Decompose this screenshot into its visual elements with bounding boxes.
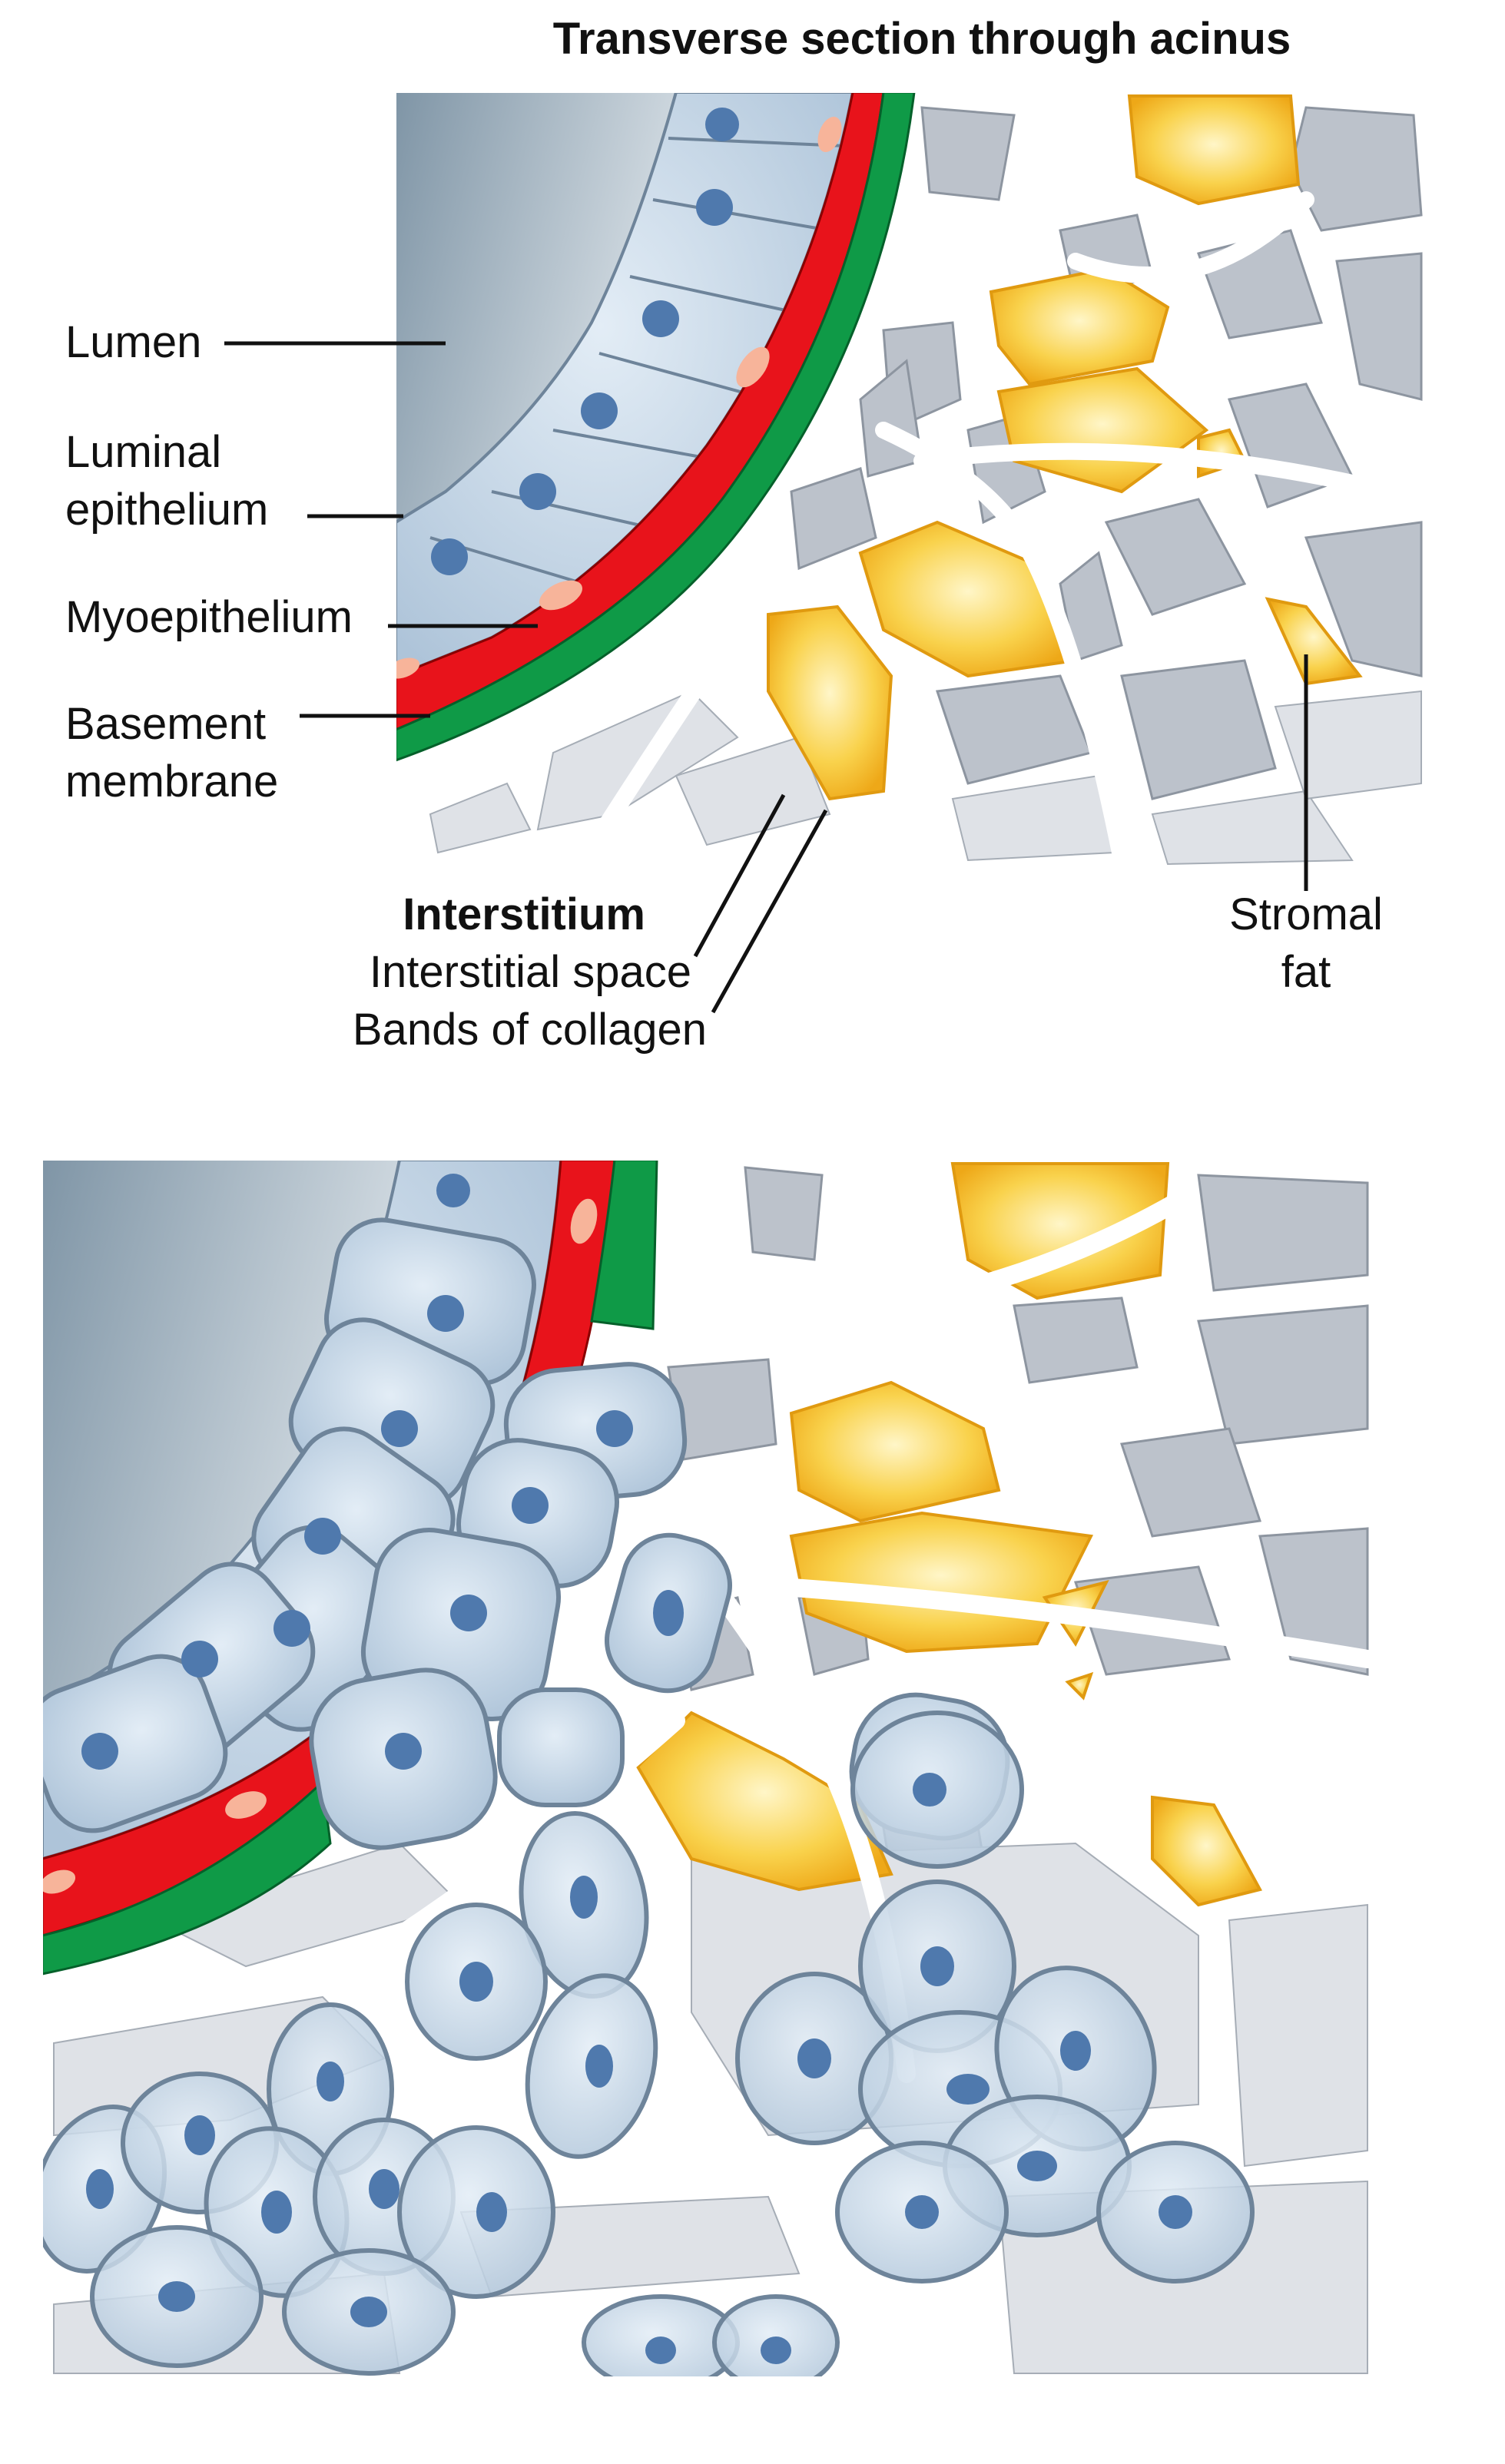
- label-luminal-line2: epithelium: [65, 485, 268, 535]
- label-lumen: Lumen: [65, 317, 201, 367]
- diagram-title: Transverse section through acinus: [553, 14, 1291, 64]
- label-myoepithelium: Myoepithelium: [65, 592, 353, 642]
- cell-nuclei-bottom: [81, 1174, 1192, 2364]
- lumen-bottom: [42, 1160, 399, 1705]
- basement-membrane-top: [396, 92, 916, 762]
- label-luminal-line1: Luminal: [65, 427, 221, 477]
- collagen-bands-top: [575, 191, 1425, 868]
- lumen-top: [396, 92, 676, 522]
- label-stromal-line2: fat: [1281, 947, 1331, 997]
- stroma-top-light: [429, 690, 1422, 866]
- myoepithelium-nuclei-top: [396, 116, 842, 679]
- leader-lines: [224, 341, 1308, 1014]
- basement-membrane-bottom: [590, 1160, 658, 1330]
- label-stromal-line1: Stromal: [1229, 889, 1383, 939]
- epithelial-cells-bottom: [42, 1217, 1010, 1850]
- label-interstitial-space: Interstitial space: [370, 947, 691, 997]
- top-panel: [396, 92, 1425, 868]
- label-basement-line1: Basement: [65, 699, 266, 749]
- label-bands-of-collagen: Bands of collagen: [353, 1005, 707, 1055]
- bottom-panel: [42, 1160, 1375, 2377]
- label-interstitium: Interstitium: [403, 889, 645, 939]
- basement-membrane-bottom-2: [42, 1779, 332, 1976]
- label-basement-line2: membrane: [65, 757, 278, 806]
- myoepithelium-nuclei-bottom: [42, 1198, 598, 1894]
